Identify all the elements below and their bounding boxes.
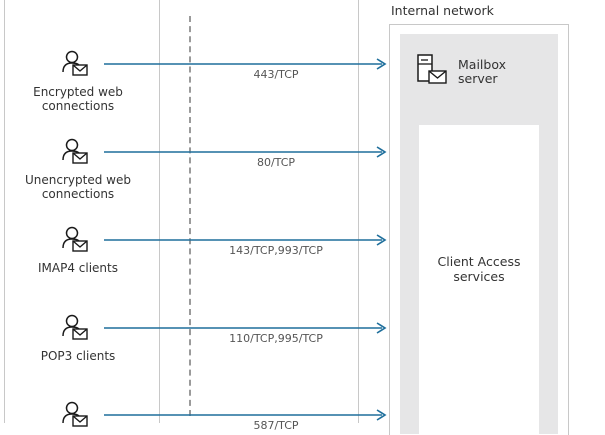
internal-network-frame [389, 24, 569, 435]
connection-arrow-head [376, 234, 387, 246]
connection-arrow-head [376, 146, 387, 158]
port-label: 443/TCP [253, 68, 299, 81]
port-label: 80/TCP [256, 156, 296, 169]
mailbox-server-label: Mailbox server [458, 57, 506, 86]
client-label: IMAP4 clients [38, 261, 118, 275]
connection-arrow-head [376, 58, 387, 70]
port-label: 110/TCP,995/TCP [229, 332, 323, 345]
user-mail-icon [62, 50, 88, 76]
server-mail-icon [417, 54, 447, 84]
diagram-graphics [62, 50, 447, 427]
user-mail-icon [62, 314, 88, 340]
client-label: POP3 clients [40, 349, 116, 363]
connection-arrow-head [376, 322, 387, 334]
port-label: 587/TCP [253, 419, 299, 432]
internal-network-title: Internal network [391, 3, 494, 18]
firewall-dashed-line [189, 16, 191, 416]
left-zone-border [4, 0, 5, 423]
user-mail-icon [62, 138, 88, 164]
user-mail-icon [62, 401, 88, 427]
client-access-services-box [419, 125, 539, 435]
perimeter-zone-left-border [159, 0, 160, 423]
connection-arrow-head [376, 409, 387, 421]
user-mail-icon [62, 226, 88, 252]
perimeter-zone-right-border [358, 0, 359, 423]
client-access-services-label: Client Access services [437, 254, 521, 284]
port-label: 143/TCP,993/TCP [229, 244, 323, 257]
